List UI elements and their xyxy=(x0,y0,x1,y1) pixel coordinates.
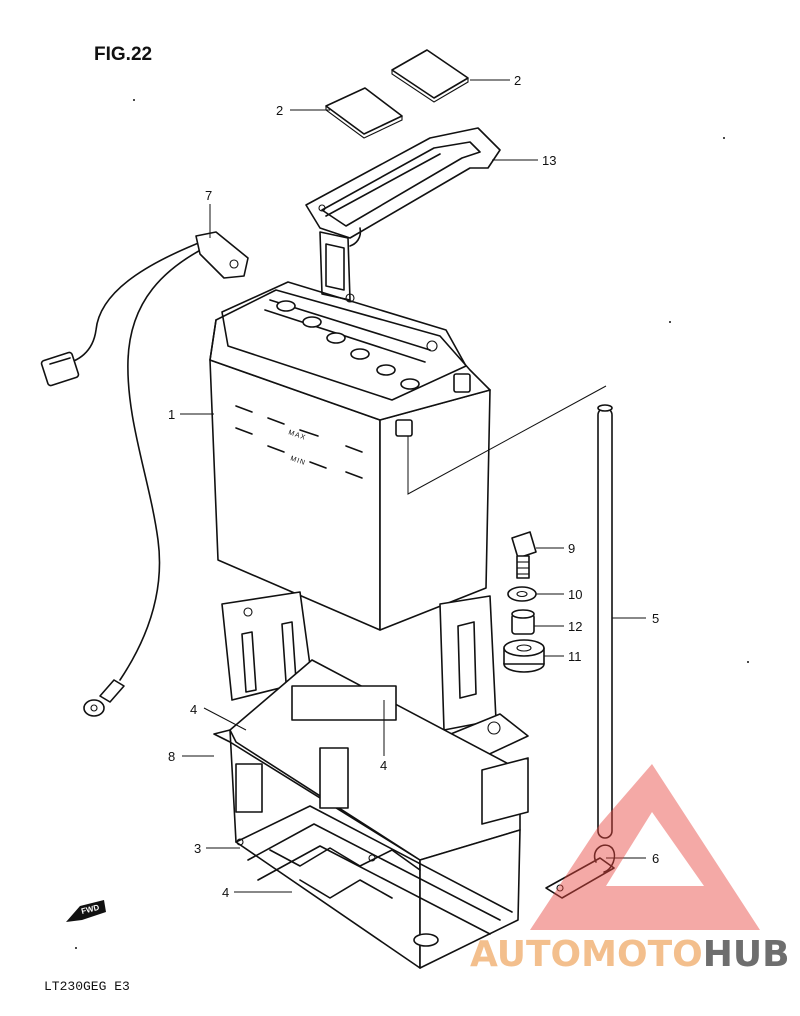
vent-path-line xyxy=(407,385,607,495)
watermark-text-auto: AUTOMOTOHUB xyxy=(470,934,790,975)
callout-4-bottom: 4 xyxy=(222,885,229,900)
min-mark: MIN xyxy=(289,455,306,467)
bolt-part-9 xyxy=(511,531,537,579)
callout-3: 3 xyxy=(194,841,201,856)
model-code: LT230GEG E3 xyxy=(44,979,130,994)
cushion-part-11 xyxy=(503,639,545,673)
callout-12: 12 xyxy=(568,619,582,634)
forward-arrow-icon: FWD xyxy=(66,900,106,922)
washer-part-10 xyxy=(507,586,537,602)
battery-cells xyxy=(276,300,420,390)
callout-9: 9 xyxy=(568,541,575,556)
collar-part-12 xyxy=(511,609,535,635)
battery-part-1: MAX MIN xyxy=(209,281,491,631)
callout-5: 5 xyxy=(652,611,659,626)
callout-7: 7 xyxy=(205,188,212,203)
figure-title: FIG.22 xyxy=(94,44,152,65)
pad-part-2-upper xyxy=(391,49,469,103)
callout-2-upper: 2 xyxy=(514,73,521,88)
callout-4-center: 4 xyxy=(380,758,387,773)
callout-1: 1 xyxy=(168,407,175,422)
callout-13: 13 xyxy=(542,153,556,168)
watermark-triangle-icon xyxy=(530,764,760,930)
watermark-logo: AUTOMOTOHUB xyxy=(470,764,790,975)
vent-tube-part-5 xyxy=(597,404,613,839)
clamp-part-6 xyxy=(545,844,616,899)
pad-part-2-lower xyxy=(325,87,403,139)
callout-11: 11 xyxy=(568,649,582,664)
callout-10: 10 xyxy=(568,587,582,602)
callout-8: 8 xyxy=(168,749,175,764)
callout-2-lower: 2 xyxy=(276,103,283,118)
battery-cable-part-7 xyxy=(40,231,249,717)
battery-holder-part-13 xyxy=(305,127,501,303)
forward-label: FWD xyxy=(80,903,100,916)
battery-case-part-8 xyxy=(213,591,529,969)
callout-leaders xyxy=(180,79,646,893)
callout-6: 6 xyxy=(652,851,659,866)
callout-4-left: 4 xyxy=(190,702,197,717)
callout-labels: 1 2 2 3 4 4 4 5 6 7 8 9 10 11 12 13 xyxy=(168,73,659,900)
